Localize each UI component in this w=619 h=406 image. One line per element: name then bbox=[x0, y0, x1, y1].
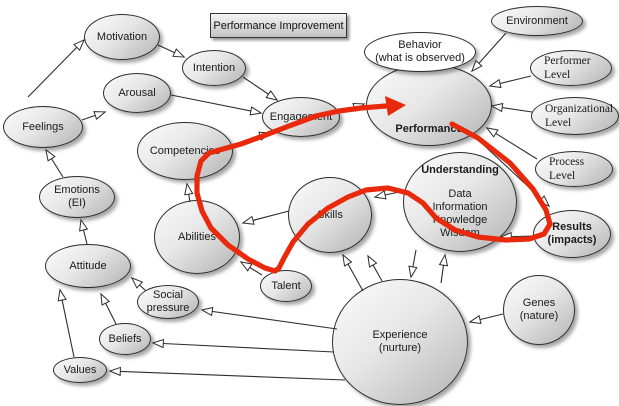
node-label: Experience bbox=[372, 329, 428, 341]
edge-experience-social-pressure bbox=[200, 306, 338, 330]
node-emotions: Emotions(EI) bbox=[39, 176, 115, 218]
node-label: Knowledge bbox=[432, 214, 488, 226]
node-label: (nurture) bbox=[378, 342, 422, 354]
node-label: (what is observed) bbox=[375, 52, 465, 64]
node-values: Values bbox=[53, 357, 107, 383]
node-label: Beliefs bbox=[108, 332, 142, 345]
node-competencies: Competencies bbox=[137, 122, 233, 180]
node-skills: Skills bbox=[288, 177, 372, 253]
edge-performer-level-performance bbox=[488, 75, 532, 89]
edge-understanding-experience bbox=[408, 249, 418, 279]
node-label: Performer bbox=[544, 55, 591, 67]
edge-environment-performance bbox=[470, 32, 507, 73]
edge-motivation-intention bbox=[157, 44, 186, 58]
edge-talent-abilities bbox=[239, 261, 263, 276]
node-label: Engagement bbox=[269, 110, 333, 123]
node-label: Process bbox=[549, 156, 585, 168]
edge-feelings-arousal bbox=[81, 111, 107, 121]
edge-feelings-motivation bbox=[27, 38, 86, 98]
node-label: Level bbox=[544, 69, 571, 81]
edge-process-level-performance bbox=[485, 127, 538, 160]
node-label: (impacts) bbox=[547, 234, 597, 246]
node-label: Intention bbox=[192, 61, 236, 74]
node-environment: Environment bbox=[491, 6, 583, 36]
node-label: Skills bbox=[317, 208, 343, 221]
node-results: Results(impacts) bbox=[533, 210, 611, 258]
node-label: Data bbox=[448, 188, 472, 200]
node-beliefs: Beliefs bbox=[99, 323, 151, 355]
edge-values-attitude bbox=[57, 288, 75, 358]
node-label: Behavior bbox=[398, 39, 442, 51]
node-label: pressure bbox=[146, 302, 190, 314]
node-talent: Talent bbox=[260, 270, 312, 302]
node-label: Feelings bbox=[22, 120, 64, 133]
edge-beliefs-attitude bbox=[100, 292, 117, 325]
edge-results-understanding bbox=[499, 231, 534, 242]
node-label: Performance bbox=[395, 123, 463, 135]
edge-arousal-engagement bbox=[170, 94, 263, 116]
node-engagement: Engagement bbox=[262, 97, 340, 137]
node-label: Genes bbox=[522, 297, 556, 309]
node-label: Level bbox=[545, 117, 572, 129]
node-label: Social bbox=[153, 289, 183, 301]
edge-understanding-skills bbox=[373, 190, 405, 200]
node-label: Organizational bbox=[545, 103, 614, 115]
node-label: Level bbox=[549, 170, 576, 182]
node-label: Arousal bbox=[118, 86, 156, 99]
node-arousal: Arousal bbox=[103, 73, 171, 113]
edge-engagement-performance bbox=[339, 102, 366, 113]
edge-competencies-engagement bbox=[228, 131, 272, 147]
edge-emotions-feelings bbox=[45, 148, 64, 178]
edge-attitude-emotions bbox=[79, 218, 89, 245]
node-genes: Genes(nature) bbox=[503, 275, 575, 345]
title-box: Performance Improvement bbox=[210, 13, 347, 38]
edge-skills-abilities bbox=[241, 210, 290, 225]
edge-abilities-competencies bbox=[184, 182, 194, 203]
node-feelings: Feelings bbox=[3, 106, 83, 148]
node-motivation: Motivation bbox=[84, 14, 160, 60]
edge-experience-skills-b bbox=[367, 254, 383, 282]
node-label: Information bbox=[432, 201, 488, 213]
node-label: Abilities bbox=[178, 230, 216, 243]
node-label: Environment bbox=[506, 14, 568, 27]
node-behavior: Behavior(what is observed) bbox=[364, 32, 476, 72]
node-label: (EI) bbox=[68, 197, 86, 209]
edge-organizational-level-performance bbox=[490, 102, 533, 113]
node-label: Competencies bbox=[149, 144, 221, 157]
node-performance: Performance bbox=[366, 64, 492, 146]
edge-intention-engagement bbox=[242, 76, 279, 101]
node-label: Values bbox=[63, 363, 97, 376]
node-intention: Intention bbox=[182, 50, 246, 86]
node-abilities: Abilities bbox=[154, 200, 240, 274]
edge-experience-values bbox=[108, 366, 346, 381]
node-experience: Experience(nurture) bbox=[332, 279, 468, 405]
node-label: Wisdom bbox=[440, 227, 480, 239]
edge-experience-beliefs bbox=[151, 338, 335, 353]
node-label: Emotions bbox=[54, 184, 100, 196]
edge-experience-skills bbox=[342, 253, 364, 292]
node-attitude: Attitude bbox=[45, 244, 131, 288]
node-label: Understanding bbox=[421, 164, 499, 176]
node-label: Motivation bbox=[96, 30, 148, 43]
edge-experience-understanding bbox=[438, 253, 449, 284]
node-label: Talent bbox=[271, 279, 301, 292]
node-label: Results bbox=[552, 221, 592, 233]
node-label: Attitude bbox=[69, 259, 107, 272]
edge-social-pressure-attitude bbox=[130, 276, 147, 292]
edge-genes-experience bbox=[468, 313, 504, 325]
node-label: (nature) bbox=[519, 310, 559, 322]
